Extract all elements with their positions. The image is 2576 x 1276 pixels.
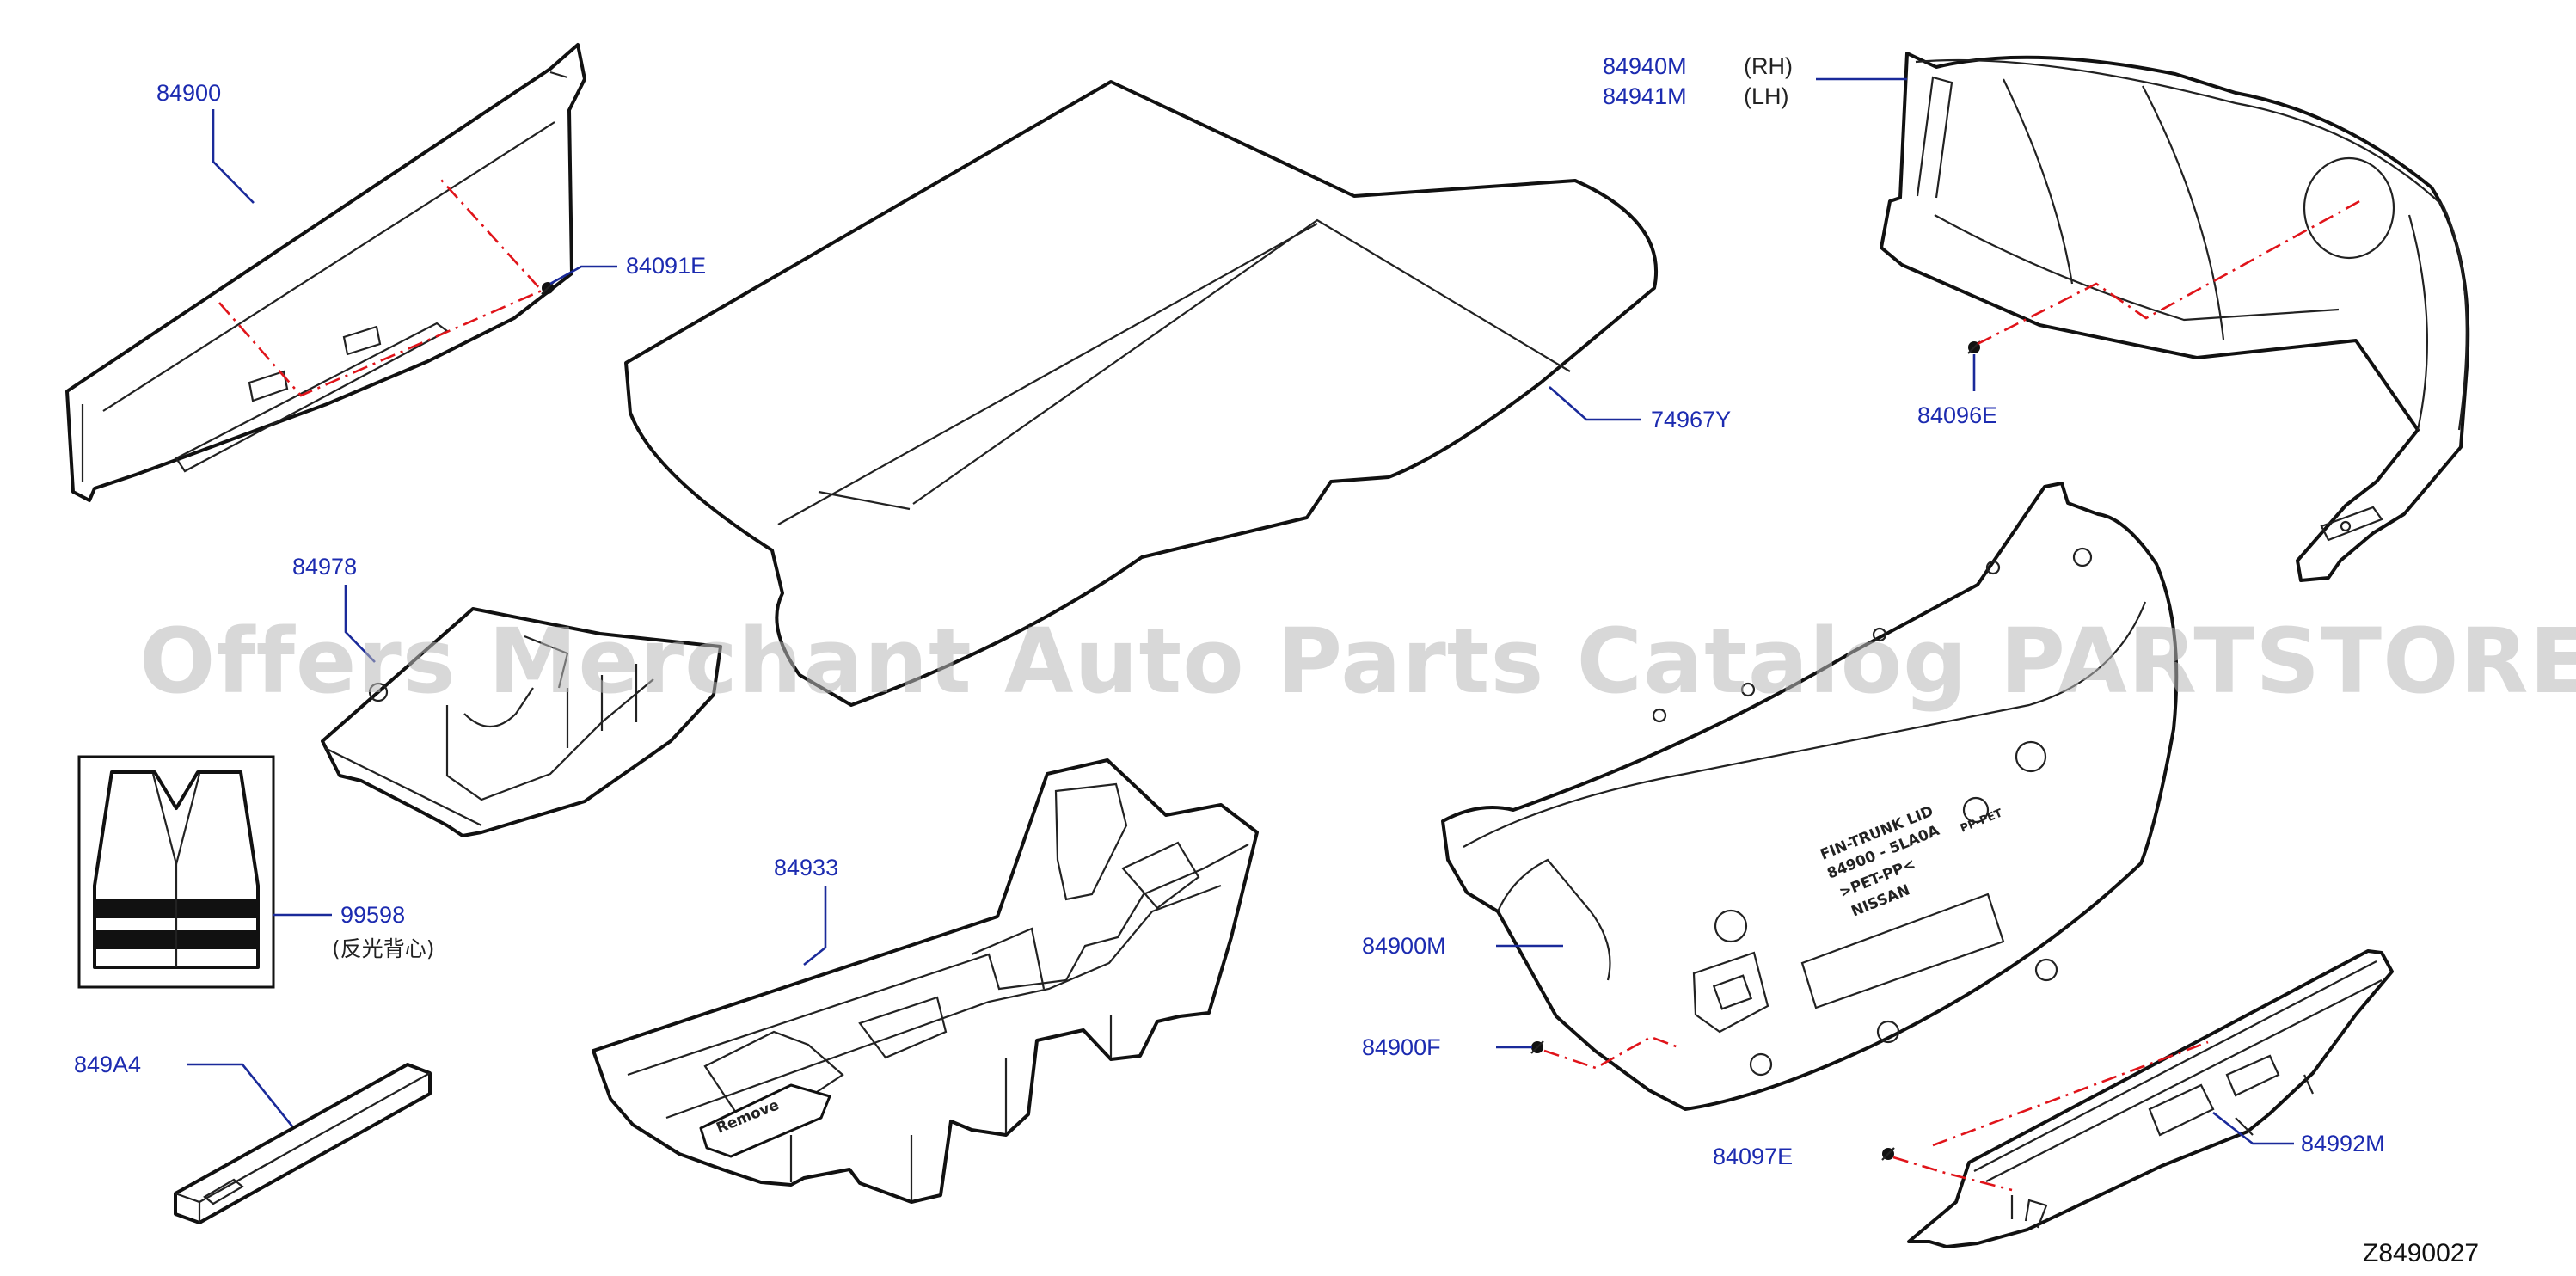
part-74967Y-floor-mat[interactable] bbox=[624, 80, 1659, 707]
part-84978-tray[interactable] bbox=[321, 607, 722, 837]
label-849A4[interactable]: 849A4 bbox=[74, 1052, 141, 1077]
leader-84091E bbox=[549, 265, 617, 285]
part-849A4-kit[interactable] bbox=[174, 1063, 432, 1224]
leader-84978 bbox=[344, 585, 376, 663]
label-84940M[interactable]: 84940M bbox=[1603, 53, 1687, 79]
label-84096E[interactable]: 84096E bbox=[1917, 402, 1997, 428]
leader-84900 bbox=[212, 109, 255, 204]
assembly-line-84091E bbox=[218, 178, 544, 397]
part-84940M-side-finisher[interactable] bbox=[1880, 52, 2470, 582]
label-84900[interactable]: 84900 bbox=[156, 80, 221, 106]
watermark-text: Offers Merchant Auto Parts Catalog PARTS… bbox=[139, 609, 2576, 714]
label-84933[interactable]: 84933 bbox=[774, 855, 838, 880]
label-99598[interactable]: 99598 bbox=[340, 902, 405, 928]
label-84900M[interactable]: 84900M bbox=[1362, 933, 1446, 959]
label-rh: (RH) bbox=[1744, 53, 1793, 79]
assembly-line-84900F bbox=[1543, 1035, 1679, 1070]
label-84941M[interactable]: 84941M bbox=[1603, 83, 1687, 109]
part-84992M-sill-plate[interactable] bbox=[1907, 949, 2394, 1248]
part-84900M-trunk-lid-finisher[interactable]: FIN-TRUNK LID 84900 - 5LA0A >PET-PP< NIS… bbox=[1441, 482, 2179, 1111]
leader-74967Y bbox=[1549, 386, 1641, 421]
label-74967Y[interactable]: 74967Y bbox=[1651, 407, 1731, 432]
part-99598-vest[interactable] bbox=[77, 755, 275, 989]
assembly-line-84097E bbox=[1892, 1156, 2013, 1192]
part-84097E-clip[interactable] bbox=[1881, 1147, 1895, 1161]
leader-849A4 bbox=[187, 1063, 294, 1127]
assembly-line-84096E bbox=[1977, 198, 2364, 346]
leader-84933 bbox=[803, 886, 827, 966]
label-84091E[interactable]: 84091E bbox=[626, 253, 706, 279]
part-84933-foam-tray[interactable]: Remove bbox=[592, 758, 1259, 1204]
diagram-reference-number: Z8490027 bbox=[2363, 1239, 2479, 1267]
label-84097E[interactable]: 84097E bbox=[1713, 1144, 1793, 1169]
label-99598-note: (反光背心) bbox=[332, 936, 435, 961]
label-84900F[interactable]: 84900F bbox=[1362, 1034, 1441, 1060]
assembly-line-84992M bbox=[1932, 1040, 2209, 1147]
part-84900-side-panel[interactable] bbox=[65, 43, 586, 502]
part-84900F-clip[interactable] bbox=[1530, 1040, 1544, 1054]
leader-84992M bbox=[2212, 1111, 2294, 1145]
label-84978[interactable]: 84978 bbox=[292, 554, 357, 580]
label-lh: (LH) bbox=[1744, 83, 1789, 109]
label-84992M[interactable]: 84992M bbox=[2301, 1131, 2385, 1156]
